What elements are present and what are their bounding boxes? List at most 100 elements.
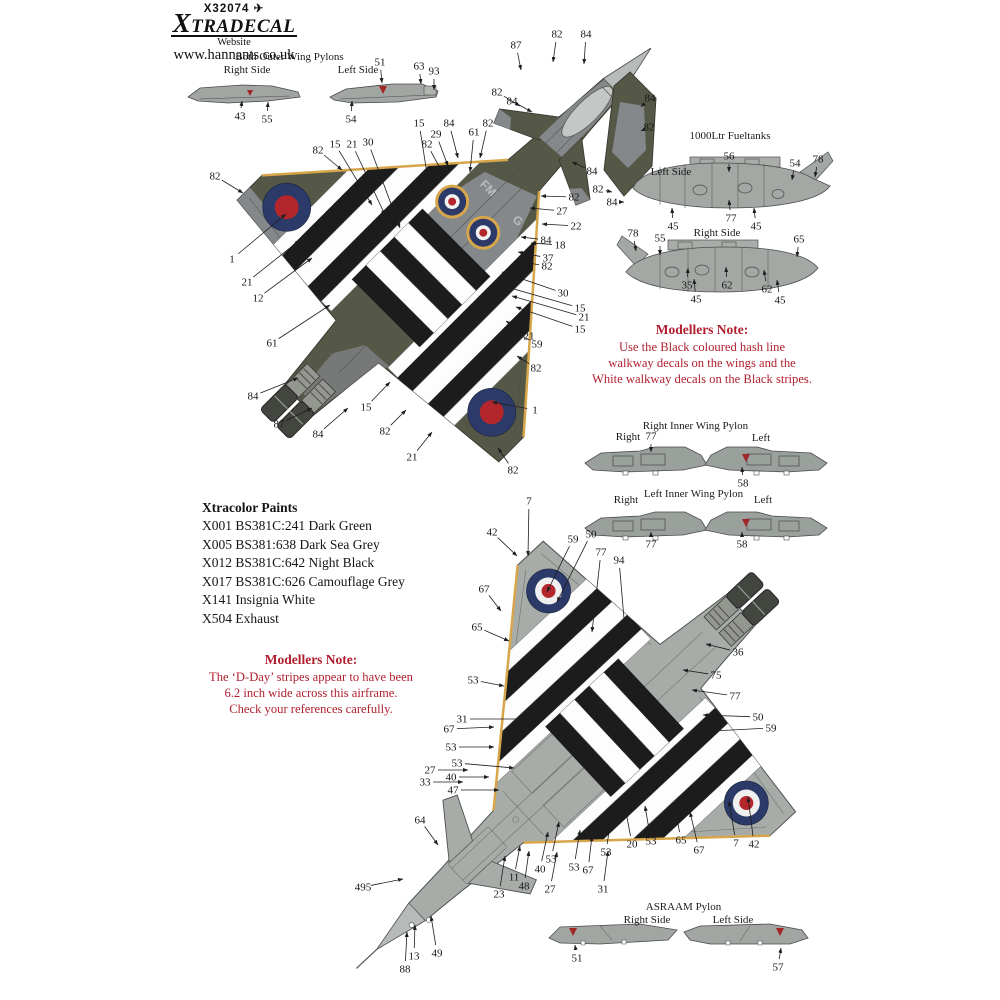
leader-line [429,915,437,946]
callout-58: 58 [737,539,749,551]
outer-pylon-right-art [187,84,301,104]
leader-line [278,304,331,339]
leader-line [582,41,587,65]
callout-58: 58 [738,478,750,490]
leader-line [416,431,433,452]
leader-line [551,41,557,63]
leader-line [529,206,555,211]
leader-line [237,213,287,255]
callout-51: 51 [375,57,386,69]
callout-12: 12 [253,293,264,305]
modellers-note-1: Modellers Note: Use the Black coloured h… [582,322,822,387]
brand-name: XTRADECAL [170,8,298,38]
leader-line [520,235,539,240]
asraam-left-side-label: Left Side [712,914,754,926]
port-wing-roundel [262,182,312,232]
leader-line [711,728,764,733]
callout-82: 82 [380,426,391,438]
warning-triangle-decal [742,519,750,527]
callout-84: 84 [444,118,456,130]
callout-77: 77 [596,547,608,559]
paint-list: Xtracolor Paints X001 BS381C:241 Dark Gr… [202,498,452,629]
callout-67: 67 [479,584,491,596]
callout-53: 53 [646,836,658,848]
callout-53: 53 [452,758,464,770]
callout-87: 87 [511,40,523,52]
inner-pylon-left-title: Left Inner Wing Pylon [643,488,744,500]
radome [376,902,426,950]
note-line: Use the Black coloured hash line [618,340,786,354]
callout-57: 57 [773,962,785,974]
callout-62: 62 [762,284,773,296]
callout-82: 82 [313,145,324,157]
paint-item: X017 BS381C:626 Camouflage Grey [202,573,405,589]
leader-line [323,407,349,430]
callout-75: 75 [711,670,723,682]
leader-line [685,267,690,278]
leader-line [505,320,523,332]
callout-77: 77 [646,539,658,551]
leader-line [640,102,646,108]
leader-line [264,257,313,294]
leader-line [727,199,732,211]
leader-line [221,179,244,194]
leader-line [551,851,559,882]
leader-line [450,130,459,159]
callout-45: 45 [775,295,787,307]
callout-54: 54 [790,158,802,170]
website-label: Website [217,37,251,48]
leader-line [349,100,354,112]
warning-triangle-decal [569,928,577,936]
paint-item: X012 BS381C:642 Night Black [202,555,375,571]
callout-23: 23 [494,889,506,901]
canard-camo-patch [569,188,591,206]
callout-55: 55 [655,233,667,245]
fueltank-right-side-art [616,235,819,293]
leader-line [497,537,518,557]
callout-82: 82 [483,118,494,130]
outer-pylons-right-side-label: Right Side [223,64,271,76]
leader-line [480,681,505,688]
callout-67: 67 [583,865,595,877]
warning-triangle-decal [247,90,253,96]
callout-62: 62 [722,280,733,292]
leader-line [795,246,800,258]
fuselage-roundel-left [435,184,470,219]
leader-line [355,151,386,216]
leader-line [338,150,373,206]
callout-64: 64 [415,815,427,827]
callout-27: 27 [557,206,569,218]
leader-line [552,821,560,852]
warning-triangle-decal [742,454,750,462]
callout-65: 65 [472,622,484,634]
callout-53: 53 [569,862,581,874]
leader-line [727,800,736,836]
leader-line [670,207,675,219]
leader-line [605,189,613,193]
callout-13: 13 [409,951,421,963]
leader-line [286,407,313,421]
leader-line [672,801,680,833]
asraam-pylon-right-art [548,923,678,946]
callout-63: 63 [414,61,426,73]
leader-line [546,546,570,593]
callout-27: 27 [425,765,437,777]
port-wing-roundel [723,780,769,826]
callout-84: 84 [313,429,325,441]
leader-line [524,850,531,879]
canopy [561,86,613,138]
leader-line [530,241,553,246]
callout-84: 84 [645,93,657,105]
leader-line [253,239,301,278]
callout-15: 15 [575,303,587,315]
leader-line [412,924,417,949]
leader-line [468,139,474,173]
callout-48: 48 [519,881,531,893]
pitot-probe [355,948,378,969]
callout-36: 36 [733,647,745,659]
leader-line [438,141,449,167]
callout-15: 15 [330,139,342,151]
leader-line [430,150,443,173]
